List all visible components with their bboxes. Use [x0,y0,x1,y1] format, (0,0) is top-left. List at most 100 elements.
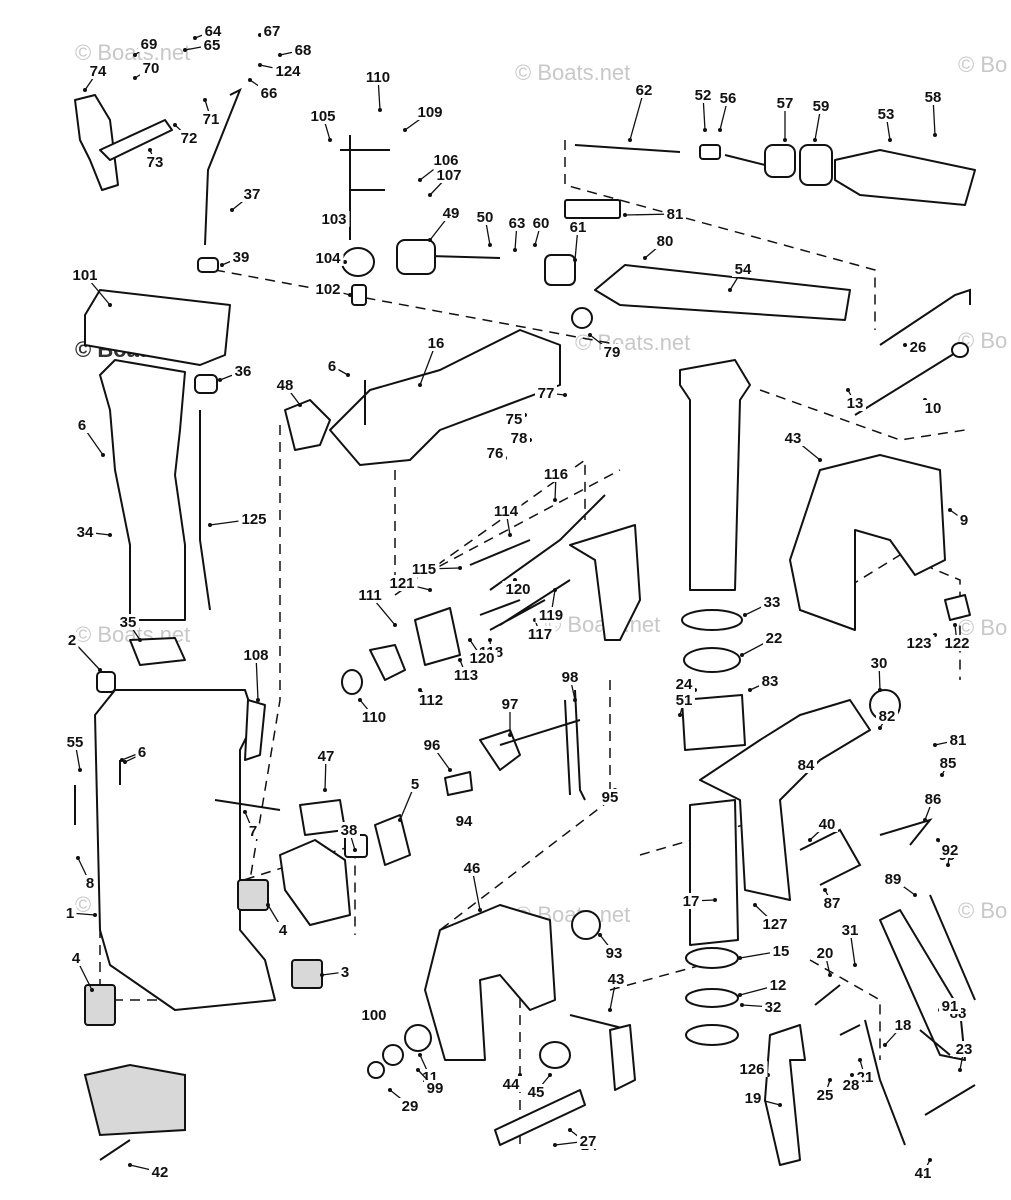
callout-50: 50 [474,209,496,247]
callout-125: 125 [208,511,270,528]
callout-number-bg [673,676,695,692]
callout-leader-dot [101,453,105,457]
callout-leader-dot [678,713,682,717]
callout-number-bg [399,1098,421,1114]
callout-number: 18 [895,1017,912,1034]
callout-58: 58 [922,89,944,137]
callout-number-bg [318,211,350,227]
callout-number-bg [947,732,969,748]
callout-leader-dot [183,48,187,52]
callout-leader-dot [703,128,707,132]
callout-number: 106 [433,152,458,169]
callout-108: 108 [240,647,272,702]
callout-number: 35 [120,614,137,631]
callout-number-bg [178,130,200,146]
callout-number-bg [64,734,86,750]
callout-19: 19 [742,1090,782,1107]
callout-5: 5 [398,776,422,822]
callout-number-bg [953,1041,975,1057]
callout-number-bg [567,219,589,235]
callout-97: 97 [499,696,521,737]
callout-92: 92 [939,842,961,867]
callout-68: 68 [278,42,314,59]
callout-leader-dot [563,393,567,397]
callout-number-bg [63,905,77,921]
callout-34: 34 [74,524,112,541]
callout-number: 23 [956,1041,973,1058]
callout-number: 57 [777,95,794,112]
callout-leader-dot [748,688,752,692]
callout-number-bg [312,281,344,297]
callout-number-bg [415,692,447,708]
callout-leader-dot [883,1043,887,1047]
callout-leader-dot [328,138,332,142]
callout-85: 85 [937,755,959,777]
callout-number-bg [939,842,961,858]
callout-leader-dot [828,1078,832,1082]
callout-89: 89 [882,871,917,897]
callout-30: 30 [868,655,890,692]
callout-leader-dot [478,908,482,912]
callout-leader-dot [256,698,260,702]
callout-113: 113 [450,658,482,684]
callout-leader-dot [343,260,347,264]
callout-leader-dot [393,623,397,627]
callout-number-bg [421,737,443,753]
callout-number-bg [138,36,160,52]
callout-number-bg [907,339,929,355]
callout-number-bg [736,1061,768,1077]
callout-number: 30 [871,655,888,672]
callout-114: 114 [490,503,522,537]
callout-number-bg [274,377,296,393]
callout-number: 109 [417,104,442,121]
callout-91: 91 [938,998,961,1015]
callout-number: 122 [944,635,969,652]
callout-number: 61 [570,219,587,236]
callout-number: 66 [261,85,278,102]
callout-number: 89 [885,871,902,888]
callout-leader-dot [853,963,857,967]
callout-number-bg [814,945,836,961]
callout-leader-dot [203,98,207,102]
callout-leader-dot [573,258,577,262]
callout-leader-line [629,89,645,141]
callout-62: 62 [628,82,655,142]
callout-78: 78 [508,430,532,447]
callout-number-bg [75,417,89,433]
callout-number: 84 [798,757,815,774]
callout-31: 31 [839,922,861,967]
callout-leader-dot [858,1058,862,1062]
callout-number-bg [474,209,496,225]
callout-number-bg [922,791,944,807]
callout-number-bg [502,581,534,597]
callout-number-bg [261,23,283,39]
callout-number: 113 [454,667,478,684]
callout-number-bg [941,635,973,651]
callout-41: 41 [912,1158,934,1182]
callout-number: 68 [295,42,312,59]
callout-105: 105 [307,108,339,142]
callout-98: 98 [559,669,581,702]
callout-number: 87 [824,895,841,912]
callout-number-bg [633,82,655,98]
callout-number-bg [767,977,789,993]
callout-95: 95 [599,788,621,806]
callout-number: 63 [509,215,526,232]
callout-number: 110 [366,69,390,86]
callout-81: 81 [933,732,969,749]
callout-leader-dot [353,848,357,852]
callout-number: 102 [315,281,340,298]
callout-leader-dot [133,53,137,57]
callout-64: 64 [193,23,224,40]
callout-leader-dot [258,63,262,67]
callout-number-bg [338,964,352,980]
callout-number: 81 [667,206,684,223]
callout-leader-dot [418,383,422,387]
callout-leader-dot [728,288,732,292]
callout-number: 48 [277,377,294,394]
callout-number: 5 [411,776,419,793]
callout-number-bg [605,971,627,987]
callout-number: 4 [279,922,288,939]
callout-number: 80 [657,233,674,250]
callout-number-bg [276,922,290,938]
